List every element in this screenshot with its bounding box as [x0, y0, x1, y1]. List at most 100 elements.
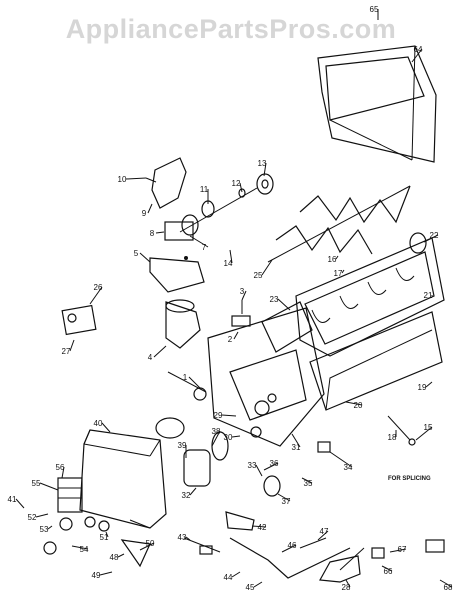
callout-35: 35: [304, 479, 313, 488]
leader-line-8: [155, 231, 165, 234]
leader-line-9: [147, 203, 153, 214]
callout-5: 5: [134, 249, 139, 258]
callout-30: 30: [224, 433, 233, 442]
leader-line-26: [89, 286, 103, 305]
callout-55: 55: [32, 479, 41, 488]
upper-bracket-part[interactable]: [145, 157, 187, 209]
lower-bracket-part[interactable]: [120, 519, 151, 568]
callout-46: 46: [288, 541, 297, 550]
leader-line-56: [61, 466, 65, 479]
shaft-gear-part[interactable]: [179, 173, 274, 233]
switch-part[interactable]: [61, 304, 97, 336]
small-screw-part[interactable]: [231, 300, 251, 327]
leader-line-46: [281, 544, 297, 553]
wire-harness-part[interactable]: [183, 537, 351, 579]
callout-43: 43: [178, 533, 187, 542]
leader-line-48: [117, 553, 125, 558]
heater-part[interactable]: [165, 299, 201, 349]
leader-line-3: [241, 290, 247, 301]
callout-45: 45: [246, 583, 255, 592]
leader-line-36: [263, 462, 279, 471]
splice-wire-part[interactable]: [387, 415, 416, 446]
leader-line-41: [15, 498, 25, 509]
callout-36: 36: [270, 459, 279, 468]
ice-mold-part[interactable]: [261, 232, 445, 357]
leader-line-42: [251, 525, 267, 528]
callout-14: 14: [224, 259, 233, 268]
leader-line-20: [345, 401, 363, 406]
cover-housing-part[interactable]: [317, 45, 437, 163]
callout-8: 8: [150, 229, 155, 238]
callout-38: 38: [212, 427, 221, 436]
callout-34: 34: [344, 463, 353, 472]
leader-line-34: [329, 451, 353, 468]
callout-3: 3: [240, 287, 245, 296]
leader-line-43: [185, 536, 191, 541]
leader-line-30: [231, 435, 241, 438]
leader-line-53: [47, 525, 53, 530]
callout-32: 32: [182, 491, 191, 500]
callout-65: 65: [370, 5, 379, 14]
leader-line-22: [423, 234, 439, 243]
leader-line-64: [411, 48, 423, 63]
leader-line-47: [317, 530, 329, 541]
leader-line-31: [291, 433, 301, 448]
splicing-note: FOR SPLICING: [388, 476, 431, 482]
shutoff-arm-part[interactable]: [319, 539, 445, 583]
callout-20: 20: [354, 401, 363, 410]
leader-line-29: [221, 414, 237, 417]
leader-line-28: [345, 579, 351, 588]
callout-39: 39: [178, 441, 187, 450]
transformer-part[interactable]: [57, 477, 83, 513]
main-housing-part[interactable]: [167, 307, 325, 447]
callout-53: 53: [40, 525, 49, 534]
callout-4: 4: [148, 353, 153, 362]
motor-gear-part[interactable]: [164, 214, 199, 260]
leader-line-33: [255, 464, 263, 477]
callout-31: 31: [292, 443, 301, 452]
callout-40: 40: [94, 419, 103, 428]
leader-line-7: [189, 235, 209, 248]
ejector-blade-part[interactable]: [267, 185, 411, 263]
callout-16: 16: [328, 255, 337, 264]
control-box-part[interactable]: [79, 429, 167, 529]
callout-33: 33: [248, 461, 257, 470]
leader-line-5: [139, 252, 151, 263]
callout-54: 54: [80, 545, 89, 554]
callout-7: 7: [202, 243, 207, 252]
leader-line-68: [439, 579, 453, 588]
leader-line-38: [211, 430, 221, 447]
callout-11: 11: [200, 185, 209, 194]
internal-gear-part[interactable]: [250, 393, 277, 438]
leader-line-17: [341, 269, 345, 274]
leader-line-15: [415, 426, 433, 441]
leader-line-23: [277, 298, 291, 311]
leader-line-13: [263, 162, 267, 177]
mounting-bracket-part[interactable]: [149, 257, 205, 293]
leader-line-67: [389, 548, 407, 553]
callout-37: 37: [282, 497, 291, 506]
callout-42: 42: [258, 523, 267, 532]
callout-18: 18: [388, 433, 397, 442]
callout-9: 9: [142, 209, 147, 218]
callout-51: 51: [100, 533, 109, 542]
callout-21: 21: [424, 291, 433, 300]
leader-line-45: [253, 581, 263, 588]
cam-part[interactable]: [225, 441, 331, 531]
callout-25: 25: [254, 271, 263, 280]
callout-23: 23: [270, 295, 279, 304]
leader-line-54: [71, 545, 89, 550]
leader-line-12: [239, 182, 243, 193]
callout-2: 2: [228, 335, 233, 344]
callout-48: 48: [110, 553, 119, 562]
leader-line-10: [125, 177, 147, 180]
callout-64: 64: [414, 45, 423, 54]
callout-10: 10: [118, 175, 127, 184]
leader-line-40: [101, 422, 111, 433]
callout-66: 66: [384, 567, 393, 576]
leader-line-2: [233, 331, 239, 340]
callout-12: 12: [232, 179, 241, 188]
mold-housing-part[interactable]: [309, 311, 443, 411]
washer-part[interactable]: [43, 516, 110, 555]
